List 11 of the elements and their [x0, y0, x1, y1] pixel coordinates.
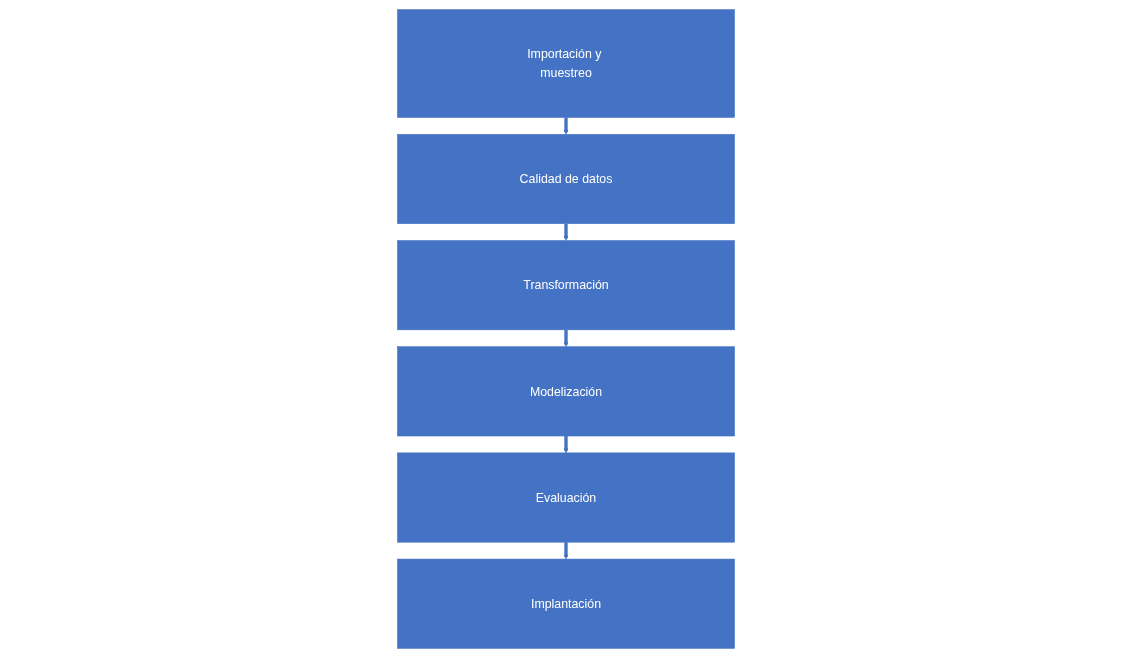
- arrow: [563, 329, 569, 347]
- arrow: [563, 541, 569, 560]
- arrow: [563, 223, 569, 241]
- arrow: [563, 435, 569, 454]
- node-box: Implantación: [397, 558, 735, 649]
- node-box: Importación y muestreo: [397, 9, 735, 118]
- node-box: Transformación: [397, 240, 735, 331]
- node-box: Calidad de datos: [397, 134, 735, 224]
- node-box: Modelización: [397, 346, 735, 437]
- arrow: [563, 117, 569, 135]
- node-box: Evaluación: [397, 452, 735, 543]
